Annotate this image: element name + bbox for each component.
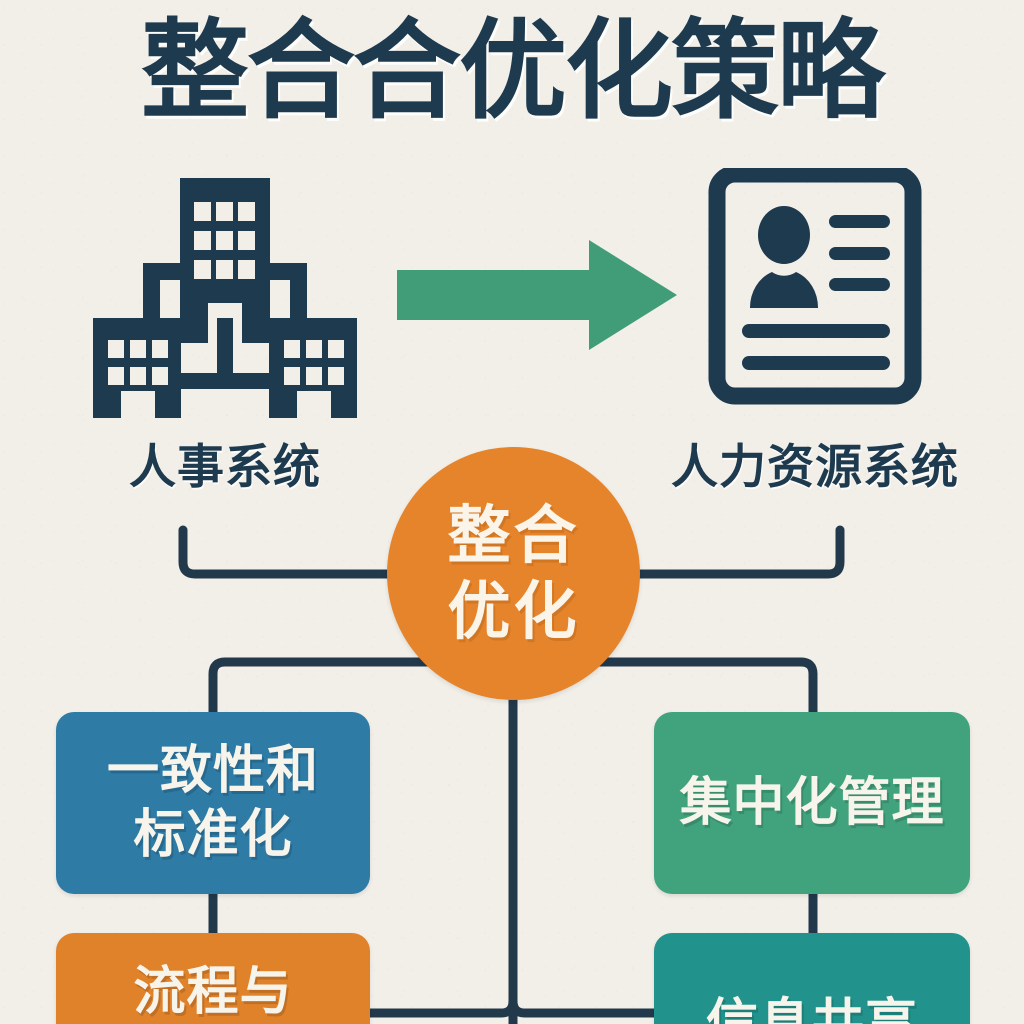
card-consistency[interactable]: 一致性和 标准化 [56,712,370,894]
card-infoshare[interactable]: 信息共享 [654,933,970,1024]
target-system-block: 人力资源系统 [620,168,1010,497]
hub-circle[interactable]: 整合 优化 [387,447,640,700]
card-consistency-label: 一致性和 标准化 [106,742,319,864]
card-infoshare-label: 信息共享 [705,995,918,1024]
arrow-right-icon [397,240,677,350]
hub-line-1: 整合 [447,500,580,571]
source-system-block: 人事系统 [30,168,420,497]
id-card-icon [708,168,922,405]
page-title: 整合合优化策略 [140,10,885,131]
hub-line-2: 优化 [447,576,580,647]
card-process[interactable]: 流程与 规则统一 [56,933,370,1024]
card-centralized[interactable]: 集中化管理 [654,712,970,894]
card-centralized-label: 集中化管理 [679,774,945,832]
source-system-caption: 人事系统 [129,440,321,493]
org-buildings-icon [93,178,357,418]
card-process-label: 流程与 规则统一 [133,963,293,1021]
target-system-caption: 人力资源系统 [671,440,959,493]
